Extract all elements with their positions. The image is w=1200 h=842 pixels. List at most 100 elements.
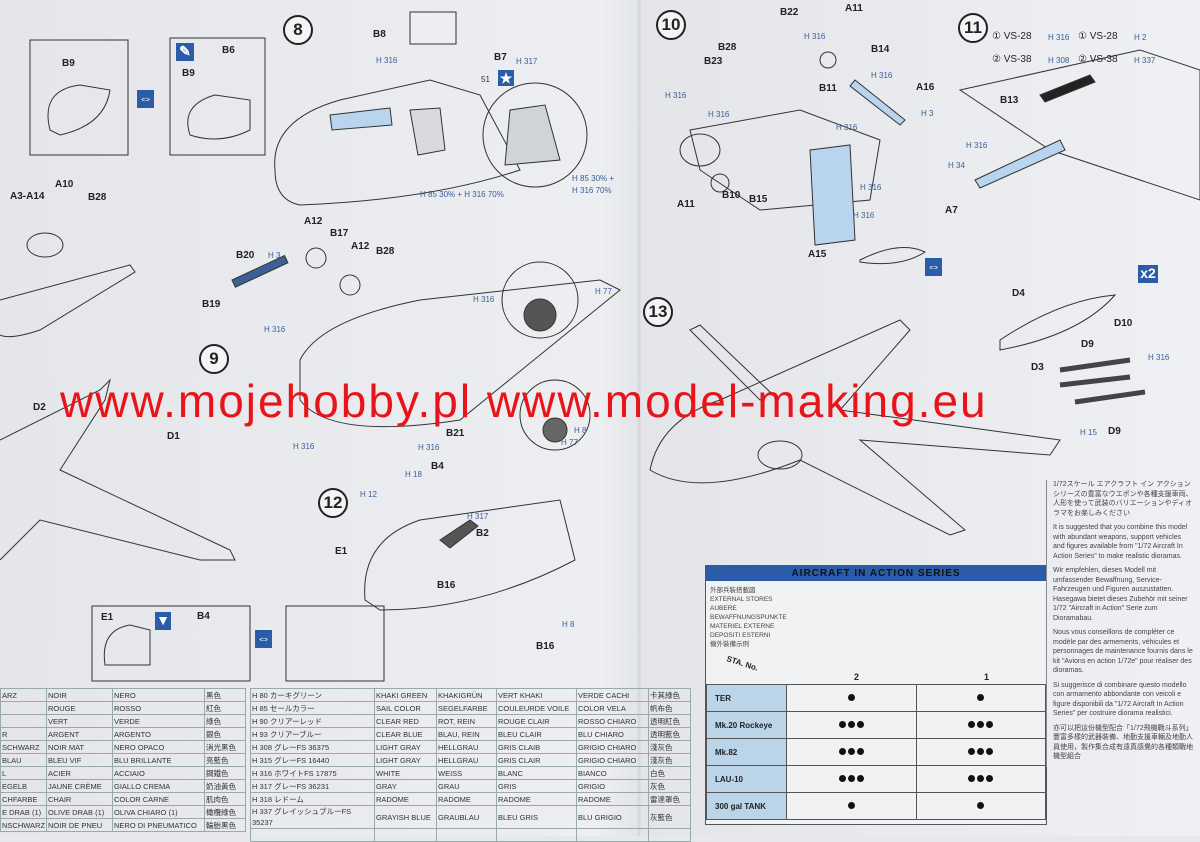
paint-code: H 316 bbox=[665, 91, 687, 100]
table-cell: 綠色 bbox=[204, 714, 246, 728]
table-cell: H 308 グレーFS 36375 bbox=[250, 740, 375, 754]
paint-code: H 12 bbox=[360, 490, 377, 499]
table-cell: RADOME bbox=[374, 792, 437, 806]
station-number: 1 bbox=[984, 672, 990, 682]
table-cell: H 317 グレーFS 36231 bbox=[250, 779, 375, 793]
store-dot bbox=[986, 747, 994, 755]
table-cell: GRIGIO bbox=[576, 779, 649, 793]
table-cell: H 316 ホワイトFS 17875 bbox=[250, 766, 375, 780]
table-cell: ARZ bbox=[0, 688, 47, 702]
wheel-drawing bbox=[523, 298, 557, 332]
step-number-12: 12 bbox=[318, 488, 348, 518]
table-cell: LIGHT GRAY bbox=[374, 753, 437, 767]
squadron-label: ② VS-38 bbox=[992, 54, 1032, 65]
reverse-side-icon: ⇔ bbox=[925, 258, 942, 276]
part-label: D2 bbox=[33, 402, 46, 413]
table-cell: ROUGE bbox=[46, 701, 113, 715]
table-cell bbox=[374, 828, 437, 842]
part-b8-drawing bbox=[409, 11, 457, 45]
table-cell bbox=[0, 714, 47, 728]
nose-drawing bbox=[364, 499, 576, 611]
table-cell: KHAKIGRÜN bbox=[436, 688, 497, 702]
paint-code: H 18 bbox=[405, 470, 422, 479]
table-cell: GRAYISH BLUE bbox=[374, 805, 437, 829]
paint-code: H 317 bbox=[467, 512, 489, 521]
store-dot bbox=[986, 774, 994, 782]
table-cell: BLEU VIF bbox=[46, 753, 113, 767]
part-label: B21 bbox=[446, 428, 465, 439]
table-cell: COLOR CARNE bbox=[112, 792, 205, 806]
table-cell: BLANC bbox=[496, 766, 577, 780]
part-label: B8 bbox=[373, 29, 386, 40]
table-cell: BLEU GRIS bbox=[496, 805, 577, 829]
table-cell: H 90 クリアーレッド bbox=[250, 714, 375, 728]
store-dot bbox=[977, 747, 985, 755]
station-label: STA. No. bbox=[725, 654, 760, 673]
gear-detail-circle bbox=[501, 261, 579, 339]
cement-icon: ✎ bbox=[176, 43, 194, 61]
part-label: A7 bbox=[945, 205, 958, 216]
paint-code: H 316 bbox=[708, 110, 730, 119]
table-cell: OLIVE DRAB (1) bbox=[46, 805, 113, 819]
squadron-label: ② VS-38 bbox=[1078, 54, 1118, 65]
paint-code: H 316 bbox=[804, 32, 826, 41]
paint-code: H 316 bbox=[473, 295, 495, 304]
part-label: B9 bbox=[182, 68, 195, 79]
table-cell: KHAKI GREEN bbox=[374, 688, 437, 702]
paragraph: Si suggerisce di combinare questo modell… bbox=[1053, 681, 1187, 718]
stores-row: LAU-10 bbox=[706, 765, 1046, 793]
paint-code: H 316 bbox=[836, 123, 858, 132]
table-cell: 黑色 bbox=[204, 688, 246, 702]
part-label: B15 bbox=[749, 194, 768, 205]
paint-mix: H 85 30% + bbox=[572, 174, 615, 183]
table-cell bbox=[250, 828, 375, 842]
table-cell: JAUNE CRÈME bbox=[46, 779, 113, 793]
table-cell: GRAY bbox=[374, 779, 437, 793]
table-cell: NERO DI PNEUMATICO bbox=[112, 818, 205, 832]
station-cell bbox=[915, 684, 1046, 712]
table-cell: H 337 グレイッシュブルーFS 35237 bbox=[250, 805, 375, 829]
part-label: B20 bbox=[236, 250, 255, 261]
lang-label: EXTERNAL STORES bbox=[710, 596, 773, 603]
paint-code: H 15 bbox=[1080, 428, 1097, 437]
table-cell: GRIGIO CHIARO bbox=[576, 753, 649, 767]
paint-code: H 316 bbox=[1148, 353, 1170, 362]
table-cell: RADOME bbox=[496, 792, 577, 806]
wheel-drawing bbox=[305, 247, 327, 269]
table-cell: ROSSO bbox=[112, 701, 205, 715]
table-cell: ROT, REIN bbox=[436, 714, 497, 728]
table-cell: NOIR MAT bbox=[46, 740, 113, 754]
bombs-drawing bbox=[1059, 357, 1146, 405]
lang-label: BEWAFFNUNGSPUNKTE bbox=[710, 614, 787, 621]
paint-code: H 316 bbox=[264, 325, 286, 334]
store-dot bbox=[847, 693, 855, 701]
table-cell: ROUGE CLAIR bbox=[496, 714, 577, 728]
table-cell: BLU GRIGIO bbox=[576, 805, 649, 829]
wheel-drawing bbox=[819, 51, 837, 69]
wing-drawing bbox=[0, 264, 136, 338]
store-dot bbox=[977, 720, 985, 728]
tail-drawing bbox=[689, 324, 771, 401]
table-cell: 肌肉色 bbox=[204, 792, 246, 806]
table-cell: 消光黑色 bbox=[204, 740, 246, 754]
table-cell: 卡其綠色 bbox=[648, 688, 691, 702]
table-cell bbox=[0, 701, 47, 715]
store-dot bbox=[838, 774, 846, 782]
table-cell bbox=[576, 828, 649, 842]
table-cell: OLIVA CHIARO (1) bbox=[112, 805, 205, 819]
squadron-label: ① VS-28 bbox=[992, 31, 1032, 42]
table-cell: COLOR VELA bbox=[576, 701, 649, 715]
part-label: B14 bbox=[871, 44, 890, 55]
detail-circle bbox=[482, 82, 588, 188]
cockpit-drawing bbox=[187, 94, 251, 140]
seat-drawing bbox=[504, 104, 561, 166]
wheel-drawing bbox=[710, 173, 730, 193]
